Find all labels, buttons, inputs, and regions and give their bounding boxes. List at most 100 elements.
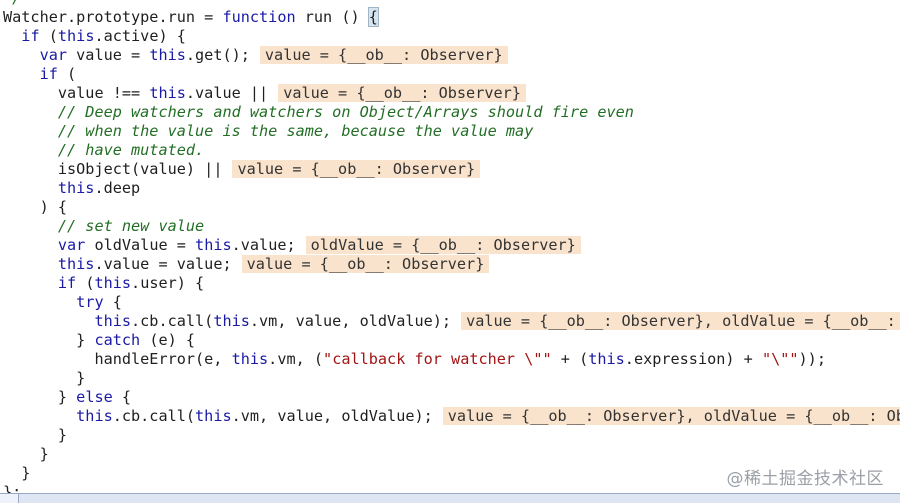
indent bbox=[3, 293, 76, 311]
code-token: value !== bbox=[57, 84, 150, 102]
indent bbox=[3, 217, 58, 235]
debug-inline-value[interactable]: value = {__ob__: Observer}, oldValue = {… bbox=[442, 407, 900, 425]
code-token: */ bbox=[3, 0, 21, 7]
watermark-text: @稀土掘金技术社区 bbox=[726, 469, 884, 489]
code-token: this bbox=[94, 274, 132, 292]
code-token: this bbox=[57, 179, 95, 197]
code-token: "callback for watcher \"" bbox=[323, 350, 552, 368]
code-token: .value; bbox=[231, 236, 296, 254]
code-line: // have mutated. bbox=[3, 141, 900, 160]
code-line: this.cb.call(this.vm, value, oldValue);v… bbox=[3, 312, 900, 331]
code-token: if bbox=[39, 65, 58, 83]
debug-inline-value[interactable]: oldValue = {__ob__: Observer} bbox=[305, 236, 581, 254]
indent bbox=[3, 445, 40, 463]
code-line: handleError(e, this.vm, ("callback for w… bbox=[3, 350, 900, 369]
code-line: // when the value is the same, because t… bbox=[3, 122, 900, 141]
code-line: this.value = value;value = {__ob__: Obse… bbox=[3, 255, 900, 274]
indent bbox=[3, 198, 40, 216]
indent bbox=[3, 236, 58, 254]
code-token: .vm, ( bbox=[268, 350, 324, 368]
code-line: this.deep bbox=[3, 179, 900, 198]
code-token: oldValue = bbox=[85, 236, 196, 254]
code-line: if (this.user) { bbox=[3, 274, 900, 293]
code-token: + ( bbox=[551, 350, 589, 368]
code-token: } bbox=[76, 331, 95, 349]
code-token: catch bbox=[94, 331, 141, 349]
code-line: if (this.active) { bbox=[3, 27, 900, 46]
code-token: // set new value bbox=[57, 217, 205, 235]
indent bbox=[3, 65, 40, 83]
code-token: } bbox=[57, 388, 77, 406]
code-token: ( bbox=[76, 274, 95, 292]
debug-inline-value[interactable]: value = {__ob__: Observer} bbox=[259, 46, 508, 64]
code-line: } bbox=[3, 445, 900, 464]
code-token: } bbox=[57, 426, 68, 444]
code-token: } bbox=[39, 445, 49, 463]
scrollbar-left-cell[interactable] bbox=[0, 494, 19, 503]
horizontal-scrollbar[interactable] bbox=[0, 493, 900, 503]
code-line: try { bbox=[3, 293, 900, 312]
indent bbox=[3, 179, 58, 197]
code-token: this bbox=[94, 312, 132, 330]
code-token: this bbox=[195, 236, 232, 254]
code-token: .cb.call( bbox=[112, 407, 196, 425]
indent bbox=[3, 160, 58, 178]
code-token: .value || bbox=[185, 84, 269, 102]
code-token: this bbox=[231, 350, 269, 368]
code-line: Watcher.prototype.run = function run () … bbox=[3, 7, 900, 27]
code-token: .vm, value, oldValue); bbox=[249, 312, 452, 330]
code-token: { bbox=[103, 293, 122, 311]
code-token: try bbox=[76, 293, 104, 311]
code-token: .user) { bbox=[131, 274, 205, 292]
code-token: "\"" bbox=[761, 350, 799, 368]
debug-inline-value[interactable]: value = {__ob__: Observer} bbox=[241, 255, 490, 273]
code-token: } bbox=[76, 369, 86, 387]
code-token: ( bbox=[57, 65, 77, 83]
indent bbox=[3, 103, 58, 121]
indent bbox=[3, 369, 76, 387]
code-token: // have mutated. bbox=[57, 141, 205, 159]
code-line: var value = this.get();value = {__ob__: … bbox=[3, 46, 900, 65]
code-line: // Deep watchers and watchers on Object/… bbox=[3, 103, 900, 122]
code-line: value !== this.value || value = {__ob__: … bbox=[3, 84, 900, 103]
code-token: if bbox=[21, 27, 40, 45]
indent bbox=[3, 84, 58, 102]
indent bbox=[3, 350, 94, 368]
indent bbox=[3, 46, 40, 64]
code-token: )); bbox=[798, 350, 826, 368]
code-line: var oldValue = this.value;oldValue = {__… bbox=[3, 236, 900, 255]
indent bbox=[3, 464, 21, 482]
code-line: ) { bbox=[3, 198, 900, 217]
code-line: */ bbox=[3, 0, 900, 8]
code-line: } catch (e) { bbox=[3, 331, 900, 350]
debug-inline-value[interactable]: value = {__ob__: Observer} bbox=[278, 84, 526, 102]
code-line: } else { bbox=[3, 388, 900, 407]
indent bbox=[3, 27, 21, 45]
code-token: else bbox=[76, 388, 113, 406]
code-token: run () bbox=[295, 8, 369, 26]
indent bbox=[3, 274, 58, 292]
debug-inline-value[interactable]: value = {__ob__: Observer} bbox=[232, 160, 481, 178]
code-token: if bbox=[57, 274, 77, 292]
code-token: var bbox=[39, 46, 68, 64]
code-token: // when the value is the same, because t… bbox=[57, 122, 534, 140]
code-token: this bbox=[76, 407, 113, 425]
code-token: handleError(e, bbox=[94, 350, 232, 368]
code-line: // set new value bbox=[3, 217, 900, 236]
code-token: .expression) + bbox=[624, 350, 762, 368]
code-token: ) { bbox=[39, 198, 68, 216]
code-token: value = bbox=[67, 46, 150, 64]
indent bbox=[3, 426, 58, 444]
code-token: this bbox=[57, 27, 95, 45]
code-token: function bbox=[222, 8, 296, 26]
code-editor[interactable]: */Watcher.prototype.run = function run (… bbox=[3, 0, 900, 502]
code-line: if ( bbox=[3, 65, 900, 84]
code-token: // Deep watchers and watchers on Object/… bbox=[57, 103, 634, 121]
code-token: .get(); bbox=[185, 46, 250, 64]
debug-inline-value[interactable]: value = {__ob__: Observer}, oldValue = {… bbox=[461, 312, 900, 330]
indent bbox=[3, 407, 76, 425]
code-token: .deep bbox=[94, 179, 141, 197]
code-token: this bbox=[149, 84, 186, 102]
code-token: this bbox=[57, 255, 95, 273]
indent bbox=[3, 388, 58, 406]
